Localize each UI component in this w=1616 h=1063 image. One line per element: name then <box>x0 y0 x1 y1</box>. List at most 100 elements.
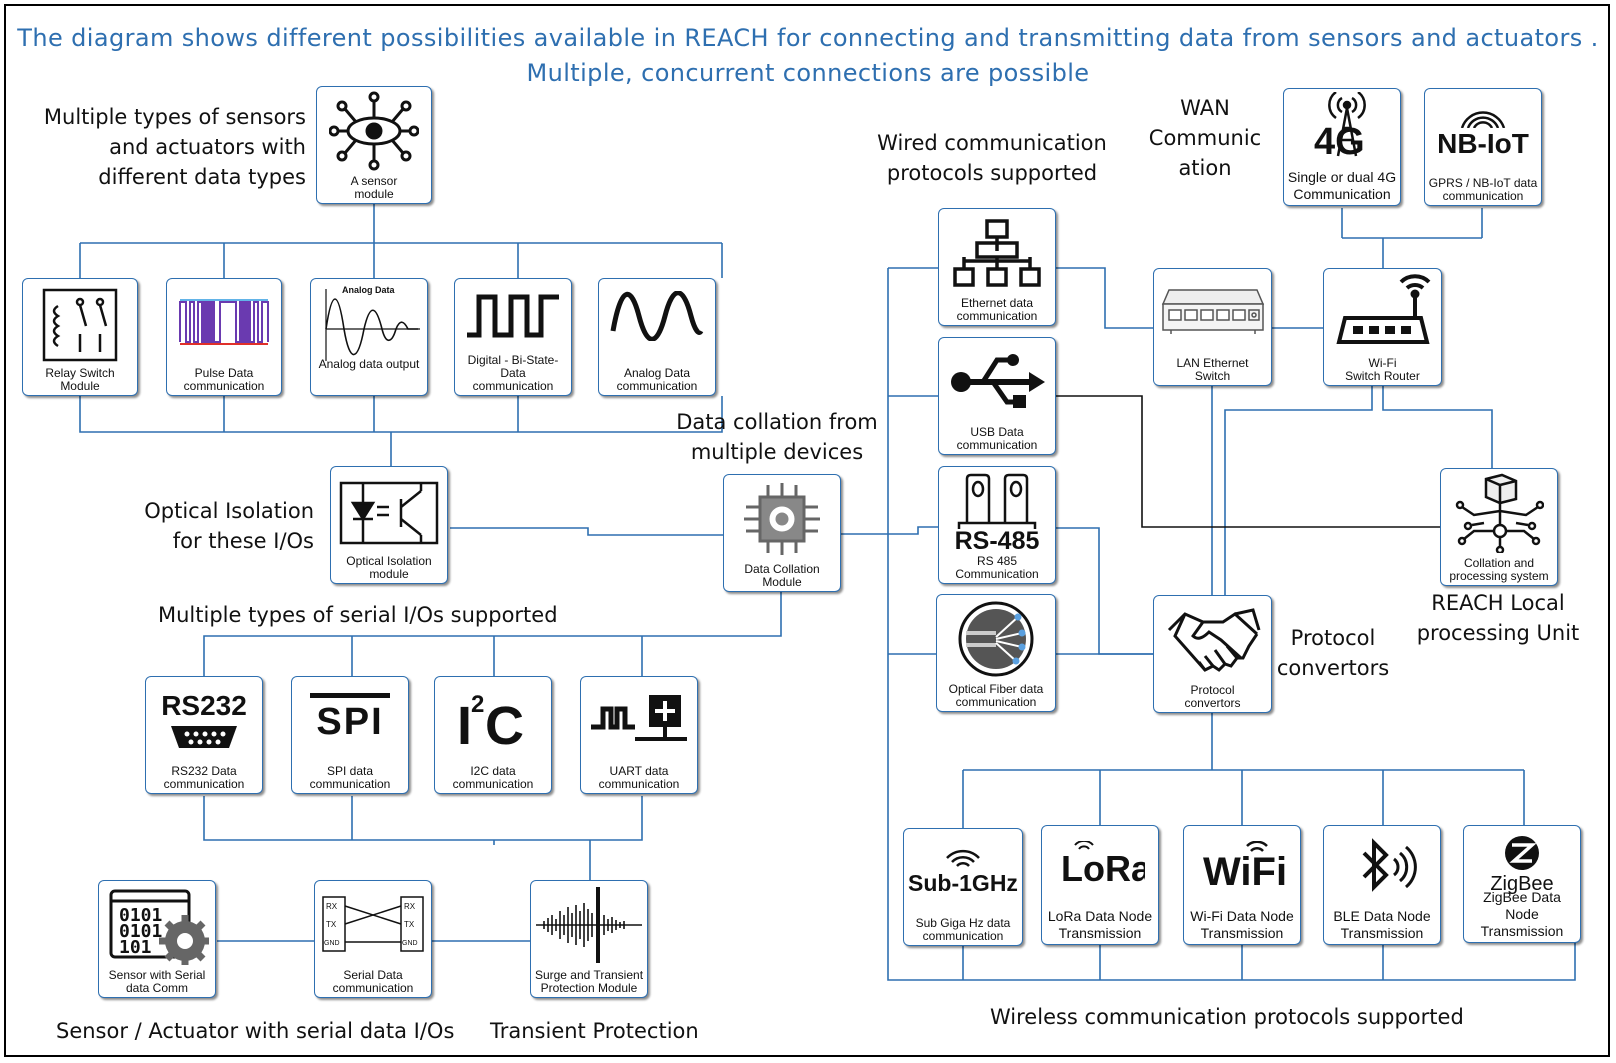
line-wireless-bottom <box>962 940 1384 980</box>
sensor-module-caption: A sensor module <box>350 174 398 201</box>
square-wave-icon <box>455 285 571 347</box>
rs232-connector-icon: RS232 <box>146 681 262 761</box>
protocol-convertor-box: Protocol convertors <box>1153 595 1272 713</box>
serial-crossover-icon: RX TX GND RX TX GND <box>315 891 431 957</box>
diagram-title-line1: The diagram shows different possibilitie… <box>17 24 1599 52</box>
optical-isolation-caption: Optical Isolation module <box>346 554 432 581</box>
spi-logo: SPI <box>316 700 384 743</box>
line-iso-to-collation <box>450 527 723 536</box>
relay-switch-caption: Relay Switch Module <box>45 366 115 393</box>
ethernet-box: Ethernet data communication <box>938 208 1056 326</box>
lan-switch-caption: LAN Ethernet Switch <box>1176 356 1249 383</box>
uart-box: UART data communication <box>580 676 698 794</box>
line-router-wan <box>1341 208 1483 268</box>
lora-logo: LoRa <box>1061 848 1145 889</box>
sine-wave-icon <box>599 285 715 347</box>
label-sensor-serial: Sensor / Actuator with serial data I/Os <box>56 1019 455 1043</box>
i2c-box: I 2 C I2C data communication <box>434 676 552 794</box>
rs232-box: RS232 RS232 Data communication <box>145 676 263 794</box>
optical-fiber-caption: Optical Fiber data communication <box>948 682 1044 709</box>
svg-text:RX: RX <box>404 902 416 911</box>
diagram-title-line2: Multiple, concurrent connections are pos… <box>526 59 1090 87</box>
sensor-serial-caption: Sensor with Serial data Comm <box>108 968 206 995</box>
svg-text:I: I <box>457 696 472 750</box>
relay-switch-box: Relay Switch Module <box>22 278 138 396</box>
svg-text:2: 2 <box>471 691 484 718</box>
outer-frame <box>4 4 1610 1057</box>
ble-box: BLE Data Node Transmission <box>1323 825 1441 945</box>
spi-caption: SPI data communication <box>309 764 391 791</box>
4g-box: 4G Single or dual 4G Communication <box>1283 88 1401 206</box>
ble-caption: BLE Data Node Transmission <box>1333 908 1431 941</box>
ethernet-switch-icon <box>1154 279 1271 343</box>
rs485-box: RS-485 RS 485 Communication <box>938 466 1056 584</box>
sensor-eye-icon <box>317 91 431 171</box>
svg-text:TX: TX <box>326 920 337 929</box>
serial-data-caption: Serial Data communication <box>332 968 414 995</box>
svg-text:GND: GND <box>324 940 340 947</box>
nbiot-signal-icon: NB-IoT <box>1425 97 1541 167</box>
rs485-logo: RS-485 <box>954 527 1040 555</box>
zigbee-caption: ZigBee Data Node Transmission <box>1480 889 1564 939</box>
pulse-data-caption: Pulse Data communication <box>183 366 265 393</box>
line-rs485-protocol <box>1056 527 1153 655</box>
analog-chart-title: Analog Data <box>342 285 396 295</box>
label-serial-io: Multiple types of serial I/Os supported <box>158 603 558 627</box>
sensor-module-box: A sensor module <box>316 86 432 204</box>
collation-system-box: Collation and processing system <box>1440 468 1558 586</box>
wifi-logo: WiFi <box>1203 850 1287 891</box>
lora-logo-icon: LoRa <box>1042 836 1158 896</box>
digital-data-box: Digital - Bi-State- Data communication <box>454 278 572 396</box>
svg-text:TX: TX <box>404 920 415 929</box>
analog-comm-box: Analog Data communication <box>598 278 716 396</box>
4g-logo: 4G <box>1314 121 1365 163</box>
wifi-router-icon <box>1324 273 1441 351</box>
wifi-box: WiFi Wi-Fi Data Node Transmission <box>1183 825 1301 945</box>
wifi-logo-icon: WiFi <box>1184 836 1300 896</box>
wifi-caption: Wi-Fi Data Node Transmission <box>1190 908 1294 941</box>
analog-comm-caption: Analog Data communication <box>616 366 698 393</box>
line-serial-bus <box>203 796 643 880</box>
sub-ghz-logo-icon: Sub-1GHz <box>904 835 1022 911</box>
relay-switch-icon <box>23 285 137 365</box>
network-tree-icon <box>939 215 1055 291</box>
transient-waveform-icon <box>531 885 647 965</box>
wifi-router-caption: Wi-Fi Switch Router <box>1345 356 1420 383</box>
usb-caption: USB Data communication <box>956 425 1038 452</box>
i2c-caption: I2C data communication <box>452 764 534 791</box>
line-router-protocol <box>1224 386 1373 595</box>
surge-protection-caption: Surge and Transient Protection Module <box>534 968 644 995</box>
line-wireless-bus <box>962 712 1525 828</box>
rs485-connector-icon <box>939 471 1055 531</box>
line-usb-collation <box>1056 395 1440 528</box>
lora-box: LoRa LoRa Data Node Transmission <box>1041 825 1159 945</box>
4g-tower-icon: 4G <box>1284 91 1400 167</box>
zigbee-box: ZigBee ZigBee Data Node Transmission <box>1463 825 1581 943</box>
protocol-convertor-caption: Protocol convertors <box>1184 683 1241 710</box>
chip-gear-icon <box>724 479 840 559</box>
line-collation-trunk <box>840 267 1576 981</box>
lan-switch-box: LAN Ethernet Switch <box>1153 268 1272 386</box>
rs232-logo: RS232 <box>161 690 247 721</box>
analog-output-caption: Analog data output <box>318 357 420 371</box>
nbiot-caption: GPRS / NB-IoT data communication <box>1428 176 1538 203</box>
surge-protection-box: Surge and Transient Protection Module <box>530 880 648 998</box>
ethernet-caption: Ethernet data communication <box>956 296 1038 323</box>
line-input-bus <box>79 396 723 466</box>
label-wireless: Wireless communication protocols support… <box>990 1005 1464 1029</box>
binary-gear-icon: 0101 0101 101 <box>99 885 215 965</box>
wifi-router-box: Wi-Fi Switch Router <box>1323 268 1442 386</box>
nbiot-logo: NB-IoT <box>1437 128 1529 159</box>
collation-system-caption: Collation and processing system <box>1449 556 1549 583</box>
label-transient: Transient Protection <box>490 1019 699 1043</box>
serial-data-box: RX TX GND RX TX GND Serial Data communic… <box>314 880 432 998</box>
line-sensor-bus <box>79 202 723 278</box>
svg-text:GND: GND <box>402 940 418 947</box>
sub-ghz-logo: Sub-1GHz <box>908 870 1018 896</box>
